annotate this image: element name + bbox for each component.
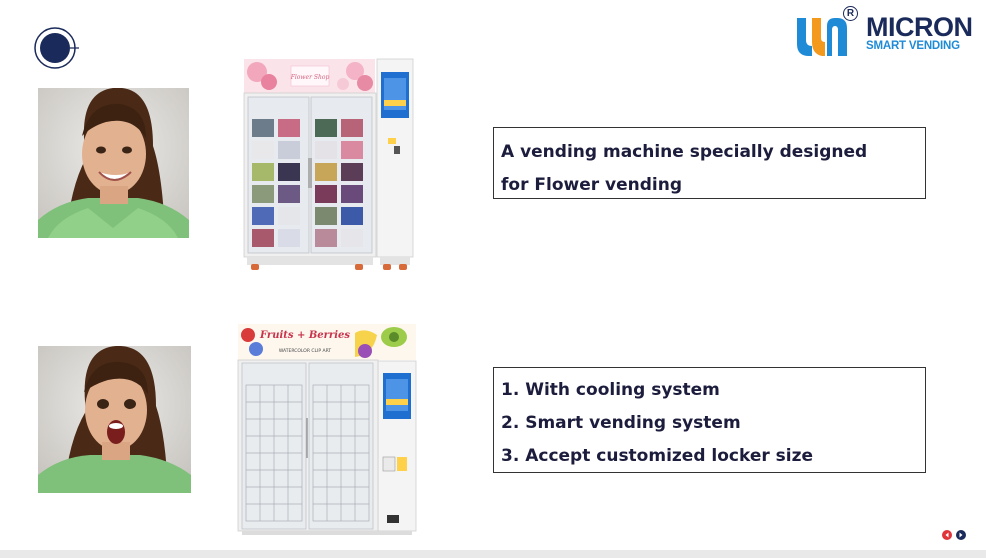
feature-item-2: 2. Smart vending system bbox=[501, 413, 741, 433]
flower-vending-machine-image: Flower Shop bbox=[243, 58, 415, 272]
feature-item-1: 1. With cooling system bbox=[501, 380, 720, 400]
flower-description-box: A vending machine specially designed for… bbox=[493, 127, 926, 199]
flower-banner-text: Flower Shop bbox=[290, 74, 330, 81]
feature-item-3: 3. Accept customized locker size bbox=[501, 446, 814, 466]
description-line-1: A vending machine specially designed bbox=[501, 142, 868, 162]
girl-smiling-photo bbox=[38, 88, 189, 238]
brand-tagline: SMART VENDING bbox=[866, 40, 960, 52]
prev-slide-icon[interactable] bbox=[942, 530, 952, 540]
slide-pager bbox=[941, 528, 969, 546]
features-list-box: 1. With cooling system 2. Smart vending … bbox=[493, 367, 926, 473]
nav-circle-icon[interactable] bbox=[33, 25, 79, 71]
micron-logo-mark-icon bbox=[797, 18, 847, 56]
bottom-bar bbox=[0, 550, 986, 558]
description-line-2: for Flower vending bbox=[501, 175, 683, 195]
fruit-banner-sub: WATERCOLOR CLIP ART bbox=[279, 348, 332, 354]
fruit-vending-machine-image: Fruits + Berries WATERCOLOR CLIP ART bbox=[237, 323, 417, 537]
registered-mark: R bbox=[843, 6, 858, 21]
girl-surprised-photo bbox=[38, 346, 191, 493]
next-slide-icon[interactable] bbox=[956, 530, 966, 540]
fruit-banner-title: Fruits + Berries bbox=[259, 330, 350, 341]
micron-logo bbox=[794, 10, 980, 58]
brand-name: MICRON bbox=[866, 12, 973, 42]
